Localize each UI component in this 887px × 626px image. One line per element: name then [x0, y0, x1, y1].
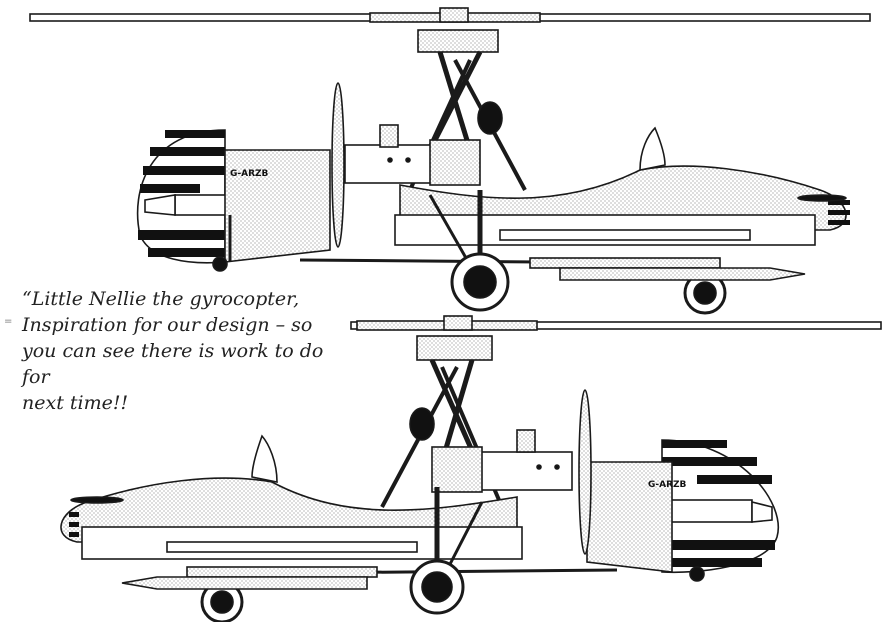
gyrocopter-top-view [29, 7, 871, 315]
top-registration-label: G-ARZB [230, 169, 269, 179]
caption-text: “Little Nellie the gyrocopter, Inspirati… [22, 288, 324, 414]
equals-mark: = [4, 316, 13, 327]
bottom-registration-label: G-ARZB [648, 480, 687, 490]
gyrocopter-bottom-view [60, 315, 882, 624]
